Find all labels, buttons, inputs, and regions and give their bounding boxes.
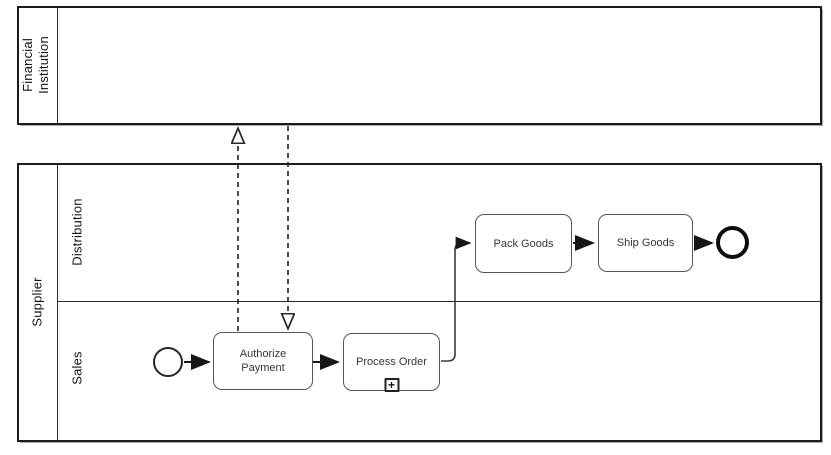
pool-financial-institution <box>17 6 822 125</box>
lane-divider <box>58 301 820 302</box>
task-label: Pack Goods <box>493 237 554 250</box>
pool-label-divider <box>57 165 58 440</box>
start-event <box>153 347 183 377</box>
task-label: Ship Goods <box>616 237 675 249</box>
task-ship-goods: Ship Goods <box>598 214 693 272</box>
pool-supplier <box>17 163 822 442</box>
task-pack-goods: Pack Goods <box>475 214 572 273</box>
lane-label-sales: Sales <box>69 351 85 385</box>
task-authorize-payment: Authorize Payment <box>213 332 313 390</box>
pool-label-supplier: Supplier <box>29 277 45 327</box>
task-process-order: Process Order + <box>343 333 440 392</box>
pool-label-financial-institution: Financial Institution <box>20 36 51 94</box>
subprocess-plus-icon: + <box>384 377 399 392</box>
end-event <box>716 226 749 259</box>
task-label: Authorize Payment <box>239 348 287 374</box>
task-label: Process Order <box>356 356 427 368</box>
lane-label-distribution: Distribution <box>69 198 85 266</box>
pool-label-divider <box>57 8 58 123</box>
